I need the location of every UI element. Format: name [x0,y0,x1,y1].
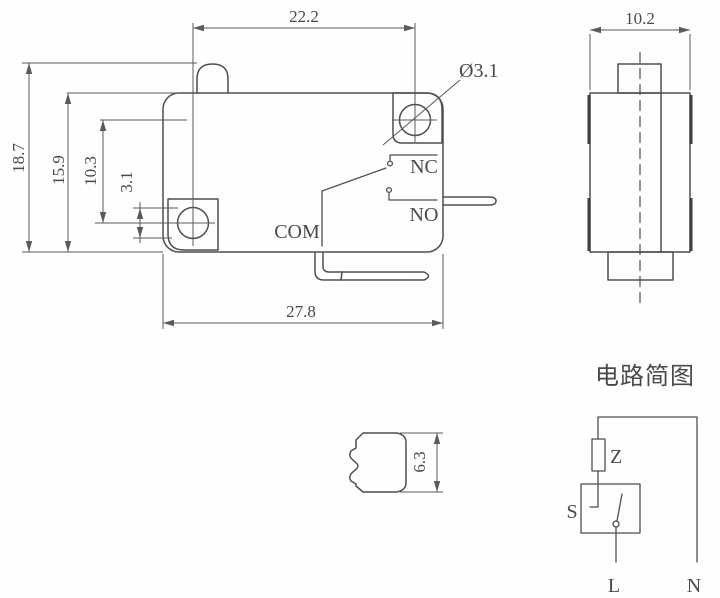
front-view: Ø3.1 NC NO COM 22.2 [9,7,498,329]
dim-label-18-7: 18.7 [9,143,28,173]
dim-arrow [433,433,441,444]
dim-label-6-3: 6.3 [410,451,429,472]
side-dimensions: 10.2 [589,9,691,90]
dim-label-27-8: 27.8 [286,302,316,321]
com-lead-crimp-tick [340,271,343,281]
switch-box [580,483,641,534]
nc-contact-line [389,154,438,161]
resistor-symbol [591,438,606,472]
dim-arrow [679,26,690,34]
side-view: 10.2 [587,9,693,303]
com-lead-outer-edge [314,251,417,281]
no-contact-dot [385,186,393,194]
circuit-wire-fixed-contact [589,470,599,508]
com-lever-line [321,167,387,247]
no-terminal-blade [442,196,497,206]
nc-contact-dot [386,160,394,167]
dim-arrow [25,241,33,252]
dim-label-10-3: 10.3 [81,156,100,186]
dim-arrow [404,24,415,32]
com-terminal-lead [314,251,430,281]
dim-arrow [99,120,107,131]
bottom-dimensions: 6.3 [400,432,443,493]
front-dimensions: 22.2 18.7 15.9 10.3 [9,7,444,329]
switch-pivot-dot [612,520,620,528]
dim-label-22-2: 22.2 [289,7,319,26]
com-label: COM [274,221,320,243]
dim-arrow [193,24,204,32]
circuit-diagram: 电路简图 Z S L N [566,363,701,597]
switch-moving-contact [616,493,623,522]
bottom-profile-outline [349,432,407,493]
circuit-title: 电路简图 [595,363,695,390]
load-label: Z [610,446,622,468]
plunger-outline [196,63,229,94]
no-label: NO [410,204,439,226]
mounting-pad-top-right [392,92,443,144]
dim-arrow [25,63,33,74]
dim-label-15-9: 15.9 [49,155,68,185]
hole-callout-label: Ø3.1 [459,60,498,82]
hole-callout-leader [382,79,461,146]
no-contact-line [388,192,438,201]
switch-label: S [566,501,577,523]
dim-arrow [136,208,144,219]
dim-arrow [433,481,441,492]
nc-label: NC [410,156,438,178]
mounting-pad-bottom-left [167,198,219,251]
dim-arrow [136,227,144,238]
dim-arrow [64,241,72,252]
bottom-view: 6.3 [349,432,443,493]
dim-arrow [99,212,107,223]
com-lead-inner-edge [322,251,417,273]
dim-label-10-2: 10.2 [625,9,655,28]
dim-label-3-1: 3.1 [117,171,136,192]
dim-arrow [163,319,174,327]
switch-body-outline [162,92,444,253]
dim-arrow [64,93,72,104]
dim-arrow [590,26,601,34]
circuit-wire-top-right [597,416,698,563]
line-terminal-label: L [608,575,620,597]
neutral-terminal-label: N [687,575,701,597]
com-lead-tip [415,271,430,281]
dim-arrow [432,319,443,327]
